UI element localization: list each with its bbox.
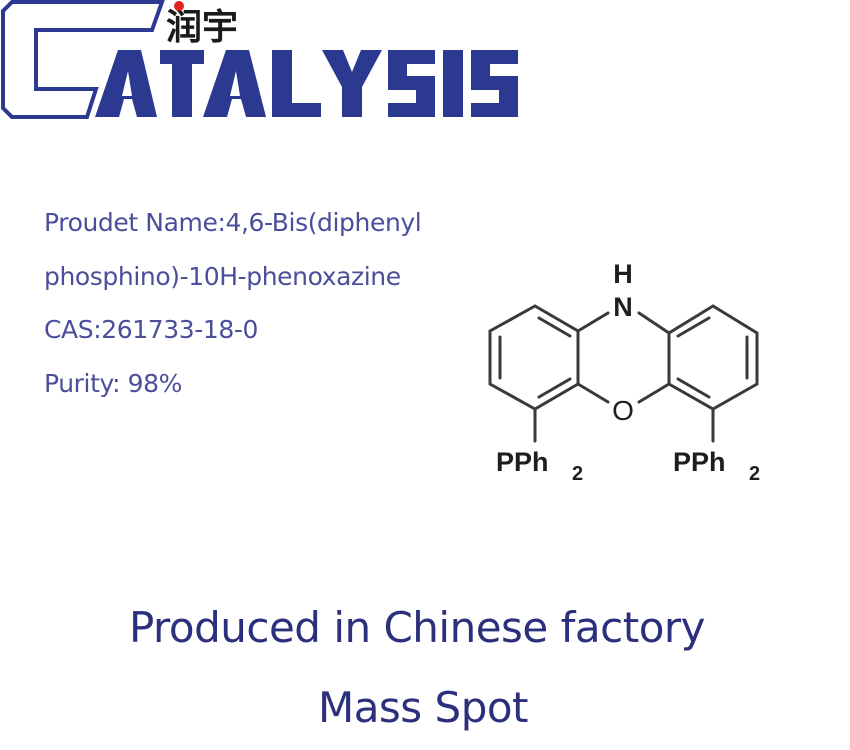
product-name-line2: phosphino)-10H-phenoxazine [44, 261, 401, 291]
logo-red-dot [174, 1, 184, 11]
tagline-factory: Produced in Chinese factory [128, 603, 706, 652]
logo-wordmark [95, 50, 518, 117]
product-cas: CAS:261733-18-0 [44, 315, 259, 344]
atom-o-label: O [612, 395, 634, 426]
atom-h-label: H [613, 259, 633, 289]
structure-diagram: H N O PPh 2 PPh 2 [488, 259, 760, 485]
atom-n-label: N [613, 292, 633, 322]
catalysis-logo: 润宇 [0, 0, 560, 130]
product-name-line1: Proudet Name:4,6-Bis(diphenyl [44, 208, 422, 237]
tagline-mass-spot: Mass Spot [317, 683, 529, 732]
pph2-left-subscript: 2 [572, 463, 583, 485]
chemical-structure: H N O PPh 2 PPh 2 [470, 255, 800, 495]
logo-graphic: 润宇 [1, 0, 518, 119]
logo-c-outline [1, 0, 165, 119]
pph2-right-subscript: 2 [749, 463, 760, 485]
pph2-left-label: PPh [496, 447, 549, 477]
product-purity: Purity: 98% [44, 368, 183, 398]
product-info: Proudet Name:4,6-Bis(diphenyl phosphino)… [44, 196, 514, 410]
logo-cn-text: 润宇 [166, 7, 238, 48]
pph2-right-label: PPh [673, 447, 726, 477]
